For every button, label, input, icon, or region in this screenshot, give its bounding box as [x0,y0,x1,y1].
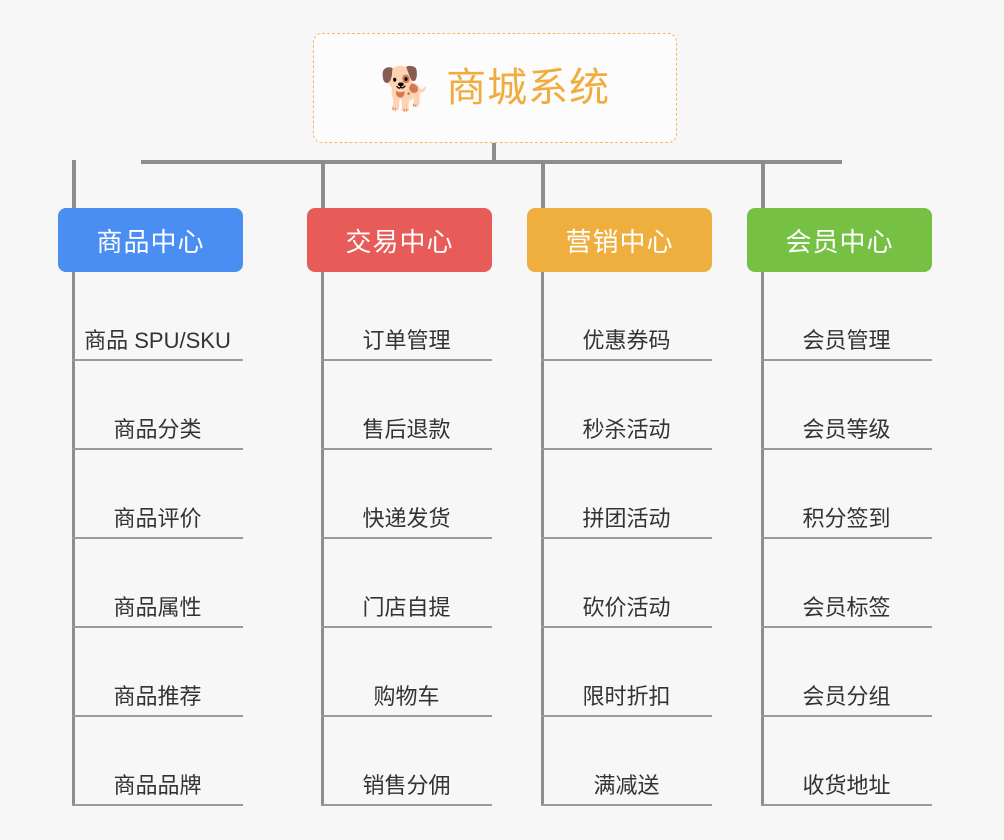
connector-drop-1 [72,160,76,208]
leaf-item[interactable]: 会员管理 [761,272,932,361]
leaf-item[interactable]: 商品品牌 [72,717,243,806]
leaf-item[interactable]: 商品推荐 [72,628,243,717]
leaf-item-label: 满减送 [593,772,660,798]
connector-drop-2 [321,160,325,208]
connector-drop-3 [541,160,545,208]
leaf-item-label: 会员管理 [802,327,891,353]
leaf-item-label: 售后退款 [362,416,451,442]
shiba-dog-face-icon: 🐕 [379,65,433,112]
leaf-item-label: 订单管理 [362,327,451,353]
connector-horizontal-bus [141,160,842,164]
connector-drop-4 [761,160,765,208]
category-header-1[interactable]: 商品中心 [58,208,243,272]
leaf-item-label: 秒杀活动 [582,416,671,442]
category-header-3[interactable]: 营销中心 [527,208,712,272]
root-node-label: 商城系统 [446,66,611,110]
leaf-item[interactable]: 门店自提 [321,539,492,628]
leaf-item-label: 砍价活动 [582,594,671,620]
leaf-item-label: 收货地址 [802,772,891,798]
leaf-item-label: 积分签到 [802,505,891,531]
leaf-item[interactable]: 商品属性 [72,539,243,628]
leaf-item-label: 商品推荐 [113,683,202,709]
column-spine-1 [72,272,75,806]
leaf-item-label: 会员标签 [802,594,891,620]
leaf-item[interactable]: 限时折扣 [541,628,712,717]
leaf-item-label: 限时折扣 [582,683,671,709]
leaf-item[interactable]: 优惠券码 [541,272,712,361]
leaf-item[interactable]: 商品 SPU/SKU [72,272,243,361]
root-node-shop-system[interactable]: 🐕 商城系统 [313,33,677,143]
leaf-item-label: 商品品牌 [113,772,202,798]
category-header-label: 会员中心 [785,226,894,257]
category-header-label: 交易中心 [345,226,454,257]
leaf-item-label: 商品 SPU/SKU [84,327,231,353]
leaf-item-label: 销售分佣 [362,772,451,798]
leaf-item[interactable]: 满减送 [541,717,712,806]
leaf-item[interactable]: 拼团活动 [541,450,712,539]
category-header-2[interactable]: 交易中心 [307,208,492,272]
leaf-item-label: 商品属性 [113,594,202,620]
leaf-list-4: 会员管理会员等级积分签到会员标签会员分组收货地址 [761,272,932,806]
leaf-item[interactable]: 销售分佣 [321,717,492,806]
category-header-label: 营销中心 [565,226,674,257]
leaf-item[interactable]: 购物车 [321,628,492,717]
leaf-item[interactable]: 会员标签 [761,539,932,628]
leaf-item-label: 商品分类 [113,416,202,442]
leaf-item[interactable]: 会员等级 [761,361,932,450]
leaf-item[interactable]: 积分签到 [761,450,932,539]
category-header-4[interactable]: 会员中心 [747,208,932,272]
leaf-item[interactable]: 售后退款 [321,361,492,450]
column-spine-2 [321,272,324,806]
leaf-list-3: 优惠券码秒杀活动拼团活动砍价活动限时折扣满减送 [541,272,712,806]
leaf-item[interactable]: 砍价活动 [541,539,712,628]
leaf-item-label: 会员分组 [802,683,891,709]
leaf-item-label: 会员等级 [802,416,891,442]
leaf-item[interactable]: 订单管理 [321,272,492,361]
leaf-item-label: 门店自提 [362,594,451,620]
leaf-item[interactable]: 商品评价 [72,450,243,539]
leaf-item[interactable]: 快递发货 [321,450,492,539]
leaf-list-1: 商品 SPU/SKU 商品分类商品评价商品属性商品推荐商品品牌 [72,272,243,806]
leaf-item[interactable]: 会员分组 [761,628,932,717]
connector-root-stem [492,143,496,162]
category-header-label: 商品中心 [96,226,205,257]
column-spine-4 [761,272,764,806]
leaf-item-label: 拼团活动 [582,505,671,531]
column-spine-3 [541,272,544,806]
leaf-item-label: 购物车 [373,683,440,709]
leaf-item[interactable]: 收货地址 [761,717,932,806]
leaf-item-label: 商品评价 [113,505,202,531]
leaf-item[interactable]: 商品分类 [72,361,243,450]
leaf-list-2: 订单管理售后退款快递发货门店自提购物车销售分佣 [321,272,492,806]
leaf-item-label: 优惠券码 [582,327,671,353]
leaf-item[interactable]: 秒杀活动 [541,361,712,450]
leaf-item-label: 快递发货 [362,505,451,531]
